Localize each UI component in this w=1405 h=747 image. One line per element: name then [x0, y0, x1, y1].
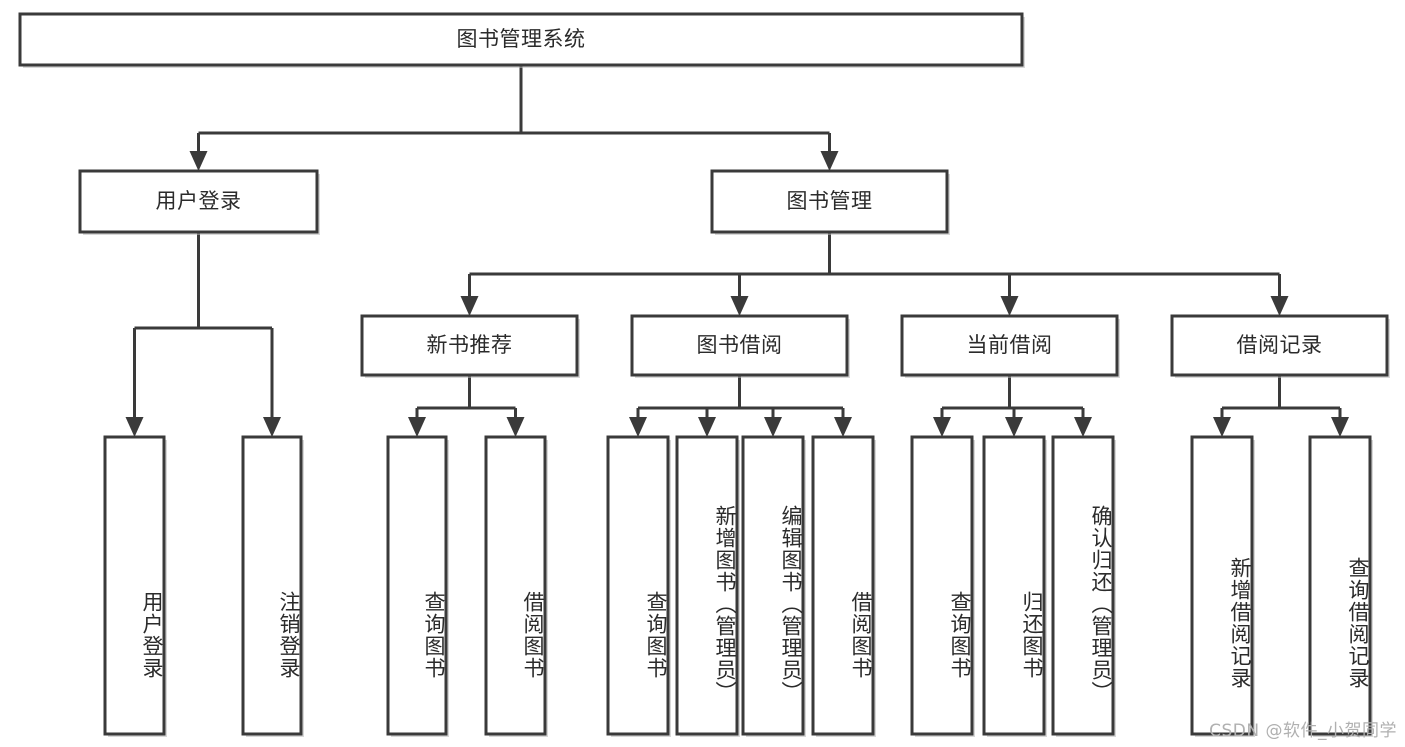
arrow-head-icon — [1005, 417, 1023, 437]
arrow-head-icon — [1270, 296, 1289, 316]
node-box-leaf-add-book[interactable] — [675, 435, 739, 736]
arrow-head-icon — [820, 151, 839, 171]
node-box-new-book-recommend[interactable] — [360, 314, 579, 377]
node-box-borrow-record[interactable] — [1170, 314, 1389, 377]
arrow-head-icon — [1000, 296, 1019, 316]
arrow-head-icon — [263, 417, 281, 437]
node-box-leaf-query-book-1[interactable] — [386, 435, 448, 736]
node-box-leaf-borrow-book-1[interactable] — [484, 435, 547, 736]
arrow-head-icon — [933, 417, 951, 437]
node-boxes — [18, 12, 1390, 737]
arrow-head-icon — [730, 296, 749, 316]
node-box-leaf-add-borrow-record[interactable] — [1190, 435, 1254, 736]
node-box-book-manage[interactable] — [710, 169, 949, 234]
arrow-head-icon — [1213, 417, 1231, 437]
node-box-leaf-user-login[interactable] — [103, 435, 166, 736]
node-box-leaf-query-borrow-record[interactable] — [1308, 435, 1372, 736]
node-box-current-borrow[interactable] — [900, 314, 1119, 377]
arrow-head-icon — [125, 417, 144, 437]
node-box-leaf-query-book-3[interactable] — [910, 435, 974, 736]
arrow-head-icon — [189, 151, 208, 171]
arrow-head-icon — [629, 417, 647, 437]
arrow-head-icon — [764, 417, 782, 437]
arrow-head-icon — [834, 417, 852, 437]
node-box-leaf-edit-book[interactable] — [741, 435, 805, 736]
node-box-leaf-confirm-return[interactable] — [1051, 435, 1115, 736]
arrow-head-icon — [408, 417, 426, 437]
node-box-user-login[interactable] — [78, 169, 319, 234]
connector-lines — [125, 65, 1349, 437]
node-box-leaf-return-book[interactable] — [982, 435, 1046, 736]
arrow-head-icon — [1331, 417, 1349, 437]
node-box-book-borrow[interactable] — [630, 314, 849, 377]
arrow-head-icon — [506, 417, 525, 437]
node-box-leaf-query-book-2[interactable] — [606, 435, 670, 736]
arrow-head-icon — [698, 417, 716, 437]
node-box-root[interactable] — [18, 12, 1024, 67]
arrow-head-icon — [1074, 417, 1092, 437]
node-box-leaf-logout-login[interactable] — [241, 435, 303, 736]
arrow-head-icon — [460, 296, 479, 316]
node-box-leaf-borrow-book-2[interactable] — [811, 435, 875, 736]
